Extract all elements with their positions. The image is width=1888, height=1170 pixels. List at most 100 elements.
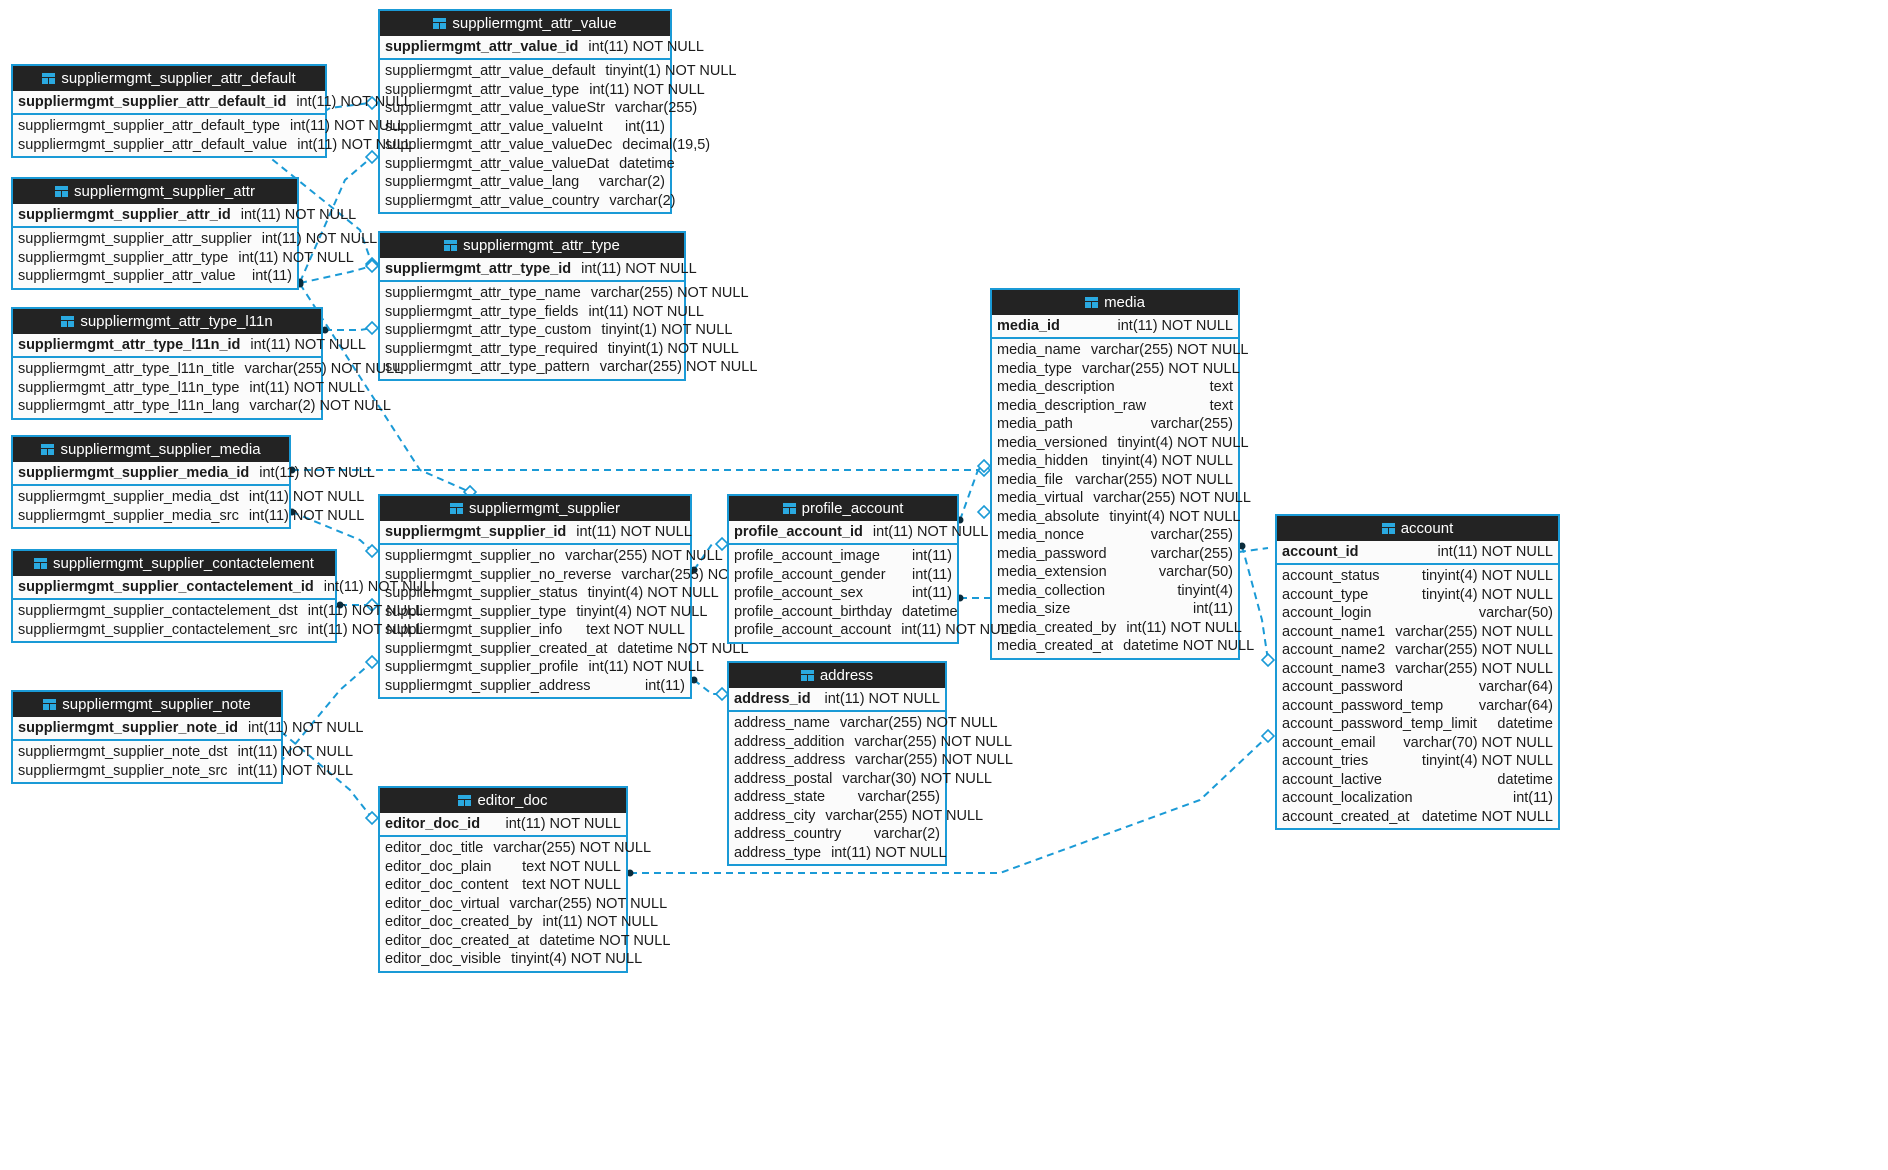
entity-header[interactable]: profile_account [729,496,957,521]
entity-header[interactable]: account [1277,516,1558,541]
table-field[interactable]: suppliermgmt_supplier_contactelement_src… [13,621,423,640]
entity-header[interactable]: suppliermgmt_supplier_media [13,437,289,462]
entity-header[interactable]: editor_doc [380,788,626,813]
entity-header[interactable]: suppliermgmt_supplier_attr_default [13,66,325,91]
entity-header[interactable]: suppliermgmt_attr_type_l11n [13,309,321,334]
entity-header[interactable]: suppliermgmt_supplier_note [13,692,281,717]
entity-header[interactable]: address [729,663,945,688]
entity-header[interactable]: suppliermgmt_supplier_contactelement [13,551,335,576]
table-field[interactable]: suppliermgmt_supplier_attr_default_value… [13,136,413,155]
entity-header[interactable]: suppliermgmt_supplier_attr [13,179,297,204]
